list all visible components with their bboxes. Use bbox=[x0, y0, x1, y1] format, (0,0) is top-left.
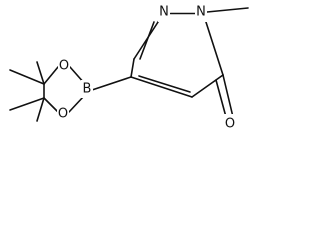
bond-methyl-lower-2 bbox=[36, 97, 45, 122]
chemical-structure-diagram: N N O B O O bbox=[9, 4, 249, 132]
atom-n2: N bbox=[195, 4, 207, 22]
atom-o-ring-upper: O bbox=[58, 57, 70, 75]
bond-n1-c6-double bbox=[139, 21, 155, 60]
bond-c3-o-double bbox=[215, 79, 227, 118]
bond-o-upper-c bbox=[43, 66, 59, 85]
atom-label-o-carbonyl: O bbox=[225, 117, 235, 132]
atom-o-carbonyl: O bbox=[224, 114, 236, 132]
atom-label-boron: B bbox=[83, 82, 92, 97]
atom-n1: N bbox=[158, 4, 170, 22]
bond-b-o-lower bbox=[68, 95, 85, 113]
atom-o-ring-lower: O bbox=[57, 106, 69, 124]
bond-c5-boron bbox=[91, 76, 132, 91]
atom-boron: B bbox=[81, 80, 93, 98]
pyridazinone-ring bbox=[130, 12, 224, 98]
bond-methyl-upper-2 bbox=[9, 69, 45, 85]
bond-c4-c5-double bbox=[138, 75, 191, 93]
atom-label-o-ring-upper: O bbox=[59, 59, 69, 74]
carbonyl-group bbox=[215, 74, 234, 118]
atom-label-n2: N bbox=[196, 5, 206, 20]
pinacol-methyls bbox=[9, 61, 45, 122]
atom-label-n1: N bbox=[159, 5, 169, 20]
bond-n2-methyl bbox=[206, 7, 249, 13]
bond-methyl-lower-1 bbox=[9, 97, 45, 111]
bond-o-lower-c bbox=[43, 97, 59, 113]
bond-c3-c4 bbox=[191, 74, 224, 98]
atom-label-o-ring-lower: O bbox=[58, 107, 68, 122]
bond-n2-c3 bbox=[204, 18, 224, 76]
bond-c4-c5 bbox=[130, 76, 193, 98]
bond-c3-o bbox=[222, 74, 234, 118]
bond-methyl-upper-1 bbox=[36, 61, 45, 85]
bond-c5-c6 bbox=[130, 58, 135, 78]
